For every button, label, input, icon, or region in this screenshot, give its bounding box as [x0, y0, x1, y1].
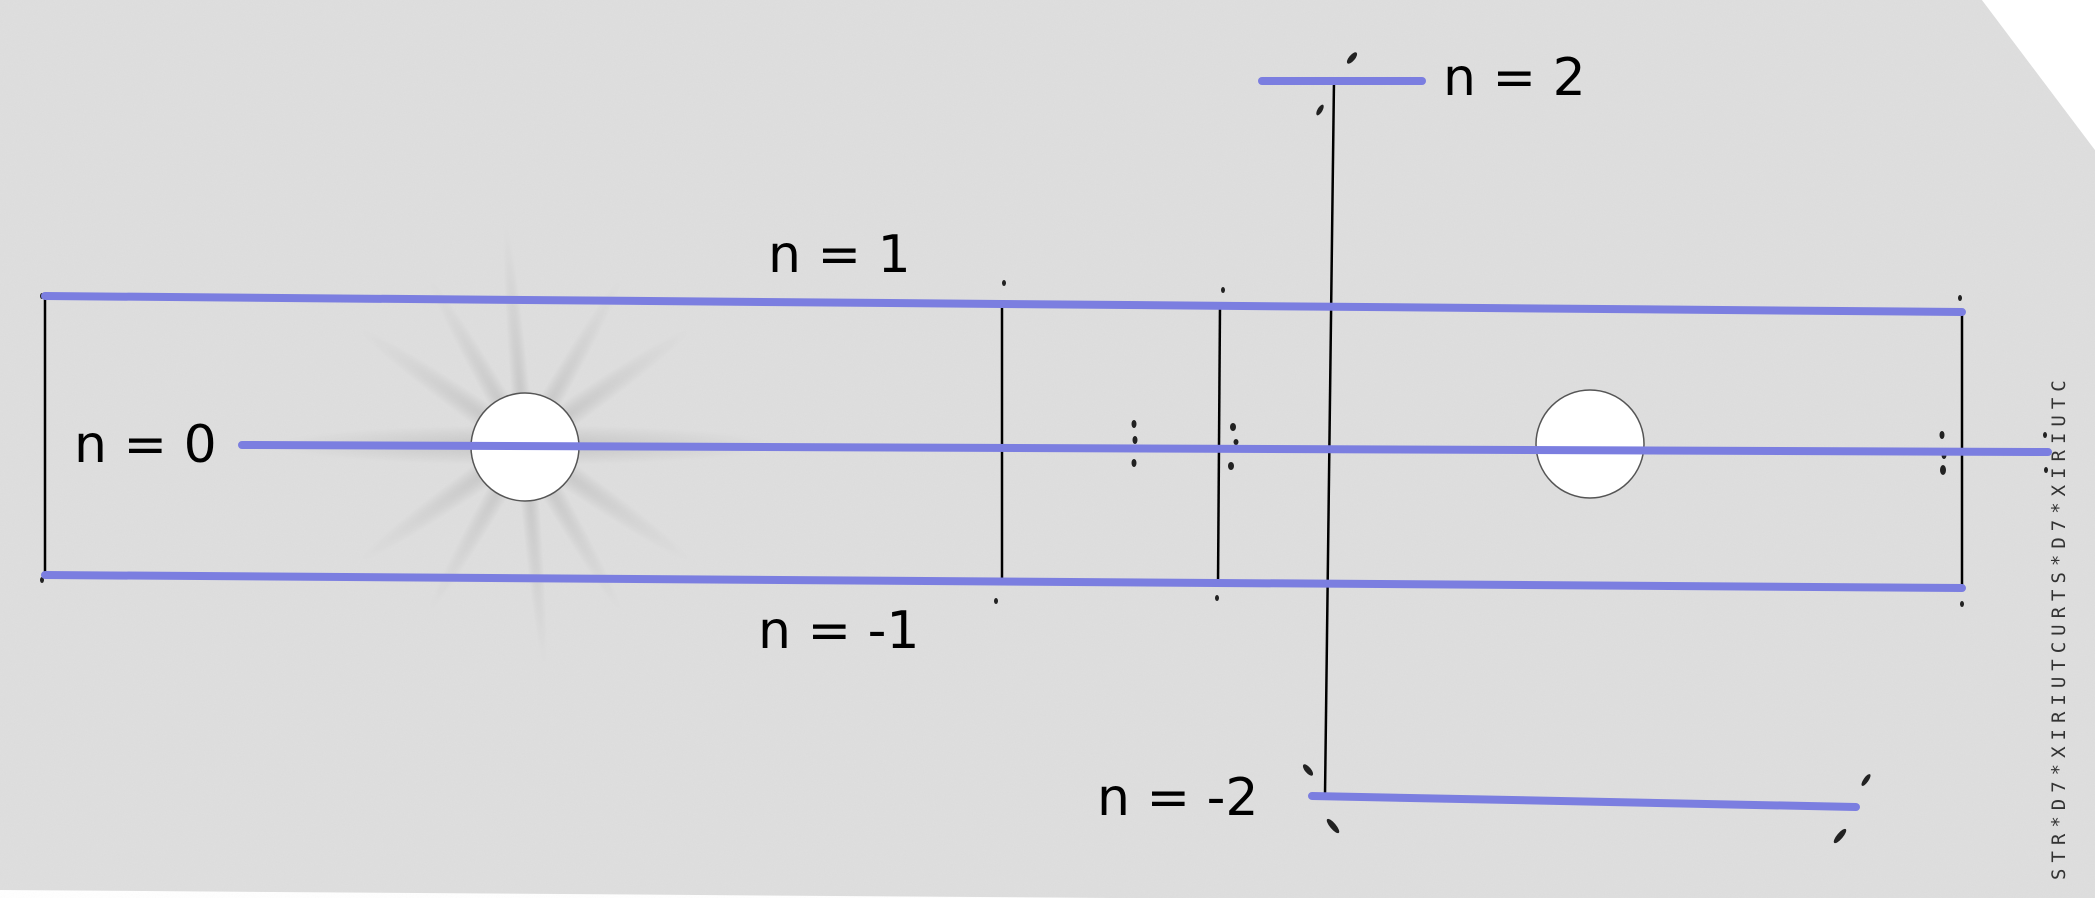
- label-n2: n = 2: [1443, 48, 1586, 108]
- layer-line-n-minus2: [1308, 792, 1860, 811]
- spot: [1131, 420, 1137, 428]
- film-outside-corner: [1982, 0, 2095, 150]
- label-n-minus1: n = -1: [758, 601, 919, 661]
- spot: [1215, 595, 1219, 601]
- spot: [1939, 431, 1945, 439]
- connector-n2-to-nminus2: [1323, 79, 1336, 796]
- spot: [1228, 462, 1234, 470]
- spot: [2044, 467, 2048, 473]
- spot: [994, 598, 998, 604]
- spot: [1861, 774, 1871, 786]
- spot: [1131, 459, 1137, 467]
- film-outside-bottom: [0, 898, 2095, 920]
- label-n-minus2: n = -2: [1097, 768, 1258, 828]
- spot: [1132, 436, 1138, 444]
- spot: [1230, 423, 1236, 431]
- spot: [1221, 287, 1225, 293]
- spot: [1326, 818, 1340, 834]
- spot: [40, 577, 44, 583]
- spot: [1958, 295, 1962, 301]
- spot: [1233, 439, 1239, 445]
- layer-lines: [41, 77, 2052, 811]
- film-edge-text: STR*D7*XIRIUTCURTS*D7*XIRIUTC: [2048, 374, 2070, 880]
- spot: [1316, 104, 1324, 116]
- spot: [2043, 432, 2047, 438]
- spot: [1833, 828, 1847, 844]
- spot: [1302, 764, 1314, 776]
- label-n0: n = 0: [74, 415, 217, 475]
- layer-line-n0: [238, 441, 2052, 456]
- spot: [1002, 280, 1006, 286]
- beam-stop-right: [1535, 389, 1645, 499]
- spot: [1940, 465, 1946, 475]
- layer-line-n1: [41, 292, 1966, 316]
- spot: [1960, 601, 1964, 607]
- label-n1: n = 1: [768, 225, 911, 285]
- spot: [1346, 52, 1358, 64]
- layer-line-n-minus1: [41, 571, 1966, 592]
